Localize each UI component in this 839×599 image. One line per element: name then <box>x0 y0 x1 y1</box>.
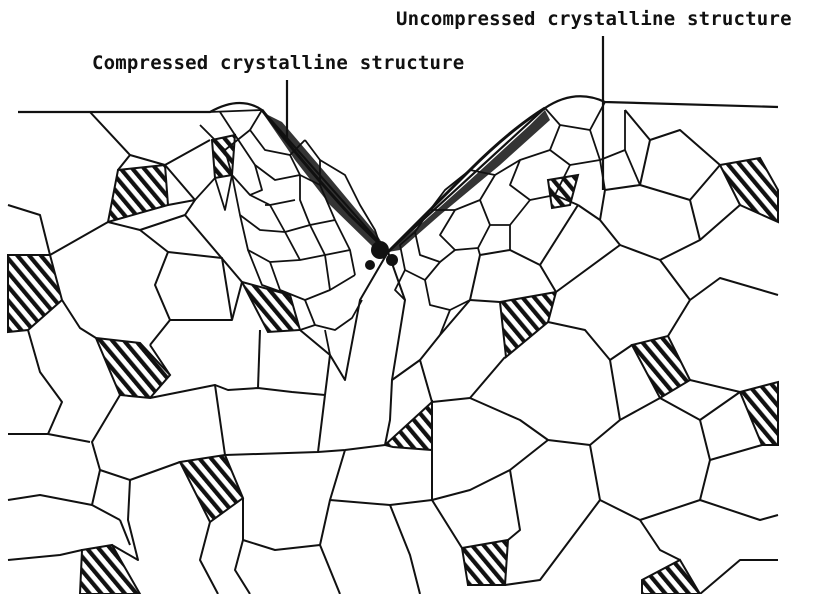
grain-boundary <box>243 498 320 550</box>
grain-boundary <box>548 398 660 445</box>
grain-boundary <box>185 215 242 282</box>
grain-boundary <box>432 440 548 500</box>
hatched-grain <box>720 158 778 222</box>
grain-boundary <box>478 248 480 255</box>
grain-boundary <box>168 252 232 320</box>
grain-boundary <box>556 245 690 300</box>
grain-boundary <box>700 420 710 500</box>
grain-boundary <box>548 322 632 360</box>
grain-boundary <box>92 395 180 480</box>
grain-boundary <box>470 300 500 302</box>
grain-boundary <box>660 392 740 420</box>
grain-boundary <box>590 445 700 520</box>
grain-boundary <box>640 130 720 185</box>
grain-boundary <box>425 280 470 310</box>
grain-boundary <box>318 445 385 452</box>
grain-boundary <box>215 175 232 210</box>
hatched-grain <box>462 540 508 585</box>
grain-boundary <box>320 450 345 545</box>
grain-boundary <box>590 130 600 160</box>
grain-boundary <box>50 222 108 255</box>
grain-boundary <box>660 205 740 260</box>
hatched-grain <box>180 455 243 522</box>
hatched-grain <box>642 560 700 594</box>
grain-boundary <box>112 480 138 560</box>
grain-boundary <box>625 110 650 140</box>
grain-boundary <box>545 102 605 130</box>
grain-boundary <box>578 205 620 245</box>
grain-boundary <box>258 330 260 388</box>
grain-boundary <box>505 500 600 585</box>
grain-boundary <box>390 505 420 594</box>
grain-boundary <box>690 380 740 392</box>
grain-boundary <box>8 495 92 505</box>
grain-boundary <box>508 470 520 540</box>
grain-boundary <box>420 300 470 402</box>
grain-boundary <box>150 385 225 455</box>
grain-boundary <box>8 550 82 560</box>
grain-boundary <box>235 540 250 594</box>
grain-boundary <box>200 522 218 594</box>
hatched-grain <box>8 255 62 332</box>
grain-boundary <box>330 252 388 380</box>
grain-boundary <box>300 330 330 395</box>
grain-boundary <box>700 500 778 520</box>
grain-boundary <box>625 150 640 185</box>
grain-boundary <box>550 110 625 165</box>
grain-boundary <box>470 398 548 440</box>
hatched-grain <box>80 545 140 594</box>
grain-boundary <box>640 520 680 560</box>
grain-boundary <box>668 278 778 336</box>
hatched-grain <box>96 338 170 398</box>
grain-boundary <box>440 310 450 335</box>
uncompressed-structure-label: Uncompressed crystalline structure <box>396 8 792 30</box>
grain-boundary <box>540 205 578 265</box>
grain-boundary <box>8 434 90 442</box>
grain-boundary <box>62 300 96 338</box>
grain-boundary <box>240 215 350 262</box>
grain-boundary <box>165 165 195 205</box>
compressed-dense-band <box>262 110 550 270</box>
hatched-grains <box>8 135 778 594</box>
grain-boundary <box>130 140 210 165</box>
hatched-grain <box>108 165 168 222</box>
grain-boundary <box>710 445 762 460</box>
grain-boundary <box>300 325 315 330</box>
grain-boundary <box>210 110 262 112</box>
compressed-structure-label: Compressed crystalline structure <box>92 52 464 74</box>
hatched-grain <box>385 402 432 450</box>
grain-boundary <box>90 112 130 170</box>
grain-boundary <box>388 252 405 380</box>
grain-boundary <box>510 250 556 292</box>
hatched-grain <box>500 292 556 357</box>
grain-boundary <box>600 185 690 220</box>
hatched-grain <box>740 382 778 445</box>
grain-boundary <box>700 560 778 594</box>
grain-boundary <box>92 470 120 520</box>
grain-boundary <box>215 385 325 395</box>
grain-boundary <box>365 260 375 270</box>
grain-boundary <box>225 395 325 455</box>
grain-boundary <box>8 205 50 255</box>
hatched-grain <box>242 282 300 332</box>
grain-boundary <box>195 178 215 200</box>
grain-boundary <box>140 230 170 345</box>
grain-boundary <box>220 112 235 135</box>
grain-boundary <box>690 165 720 240</box>
grain-boundary <box>470 250 510 300</box>
grain-boundary <box>610 360 620 420</box>
hatched-grain <box>632 336 690 398</box>
grain-boundary <box>330 500 432 505</box>
grain-boundary <box>386 254 398 266</box>
grain-boundary <box>371 241 389 259</box>
grain-boundary <box>432 357 505 402</box>
grain-boundary <box>320 545 340 594</box>
grain-boundary <box>28 330 62 434</box>
